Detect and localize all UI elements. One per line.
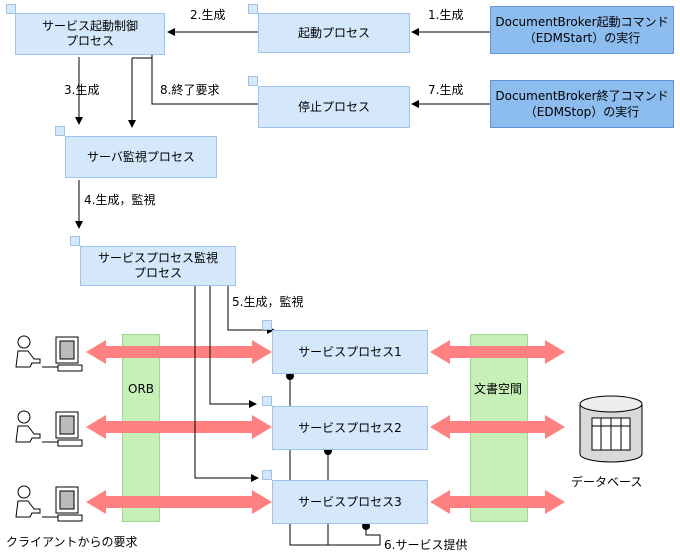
service-process-3: サービスプロセス3 bbox=[272, 480, 428, 524]
service-process-2: サービスプロセス2 bbox=[272, 406, 428, 450]
service-start-control-tab bbox=[6, 4, 16, 14]
start-command-box: DocumentBroker起動コマンド （EDMStart）の実行 bbox=[490, 6, 674, 54]
service-process-monitor-tab bbox=[70, 236, 80, 246]
stop-process-tab bbox=[248, 76, 258, 86]
document-space-label: 文書空間 bbox=[474, 382, 523, 396]
step7-label: 7.生成 bbox=[428, 83, 464, 97]
database-label: データベース bbox=[571, 475, 643, 489]
service-process-3-tab bbox=[262, 470, 272, 480]
stop-process: 停止プロセス bbox=[258, 86, 410, 128]
client-computer-icon bbox=[15, 485, 83, 522]
arrow-step5-sp1 bbox=[227, 285, 275, 334]
step6-label: 6.サービス提供 bbox=[384, 538, 468, 552]
orb-label: ORB bbox=[128, 382, 155, 396]
server-monitor-tab bbox=[55, 126, 65, 136]
arrow-step5-sp2 bbox=[209, 285, 257, 408]
start-process: 起動プロセス bbox=[258, 13, 410, 53]
service-process-monitor-process: サービスプロセス監視 プロセス bbox=[80, 246, 236, 286]
start-process-tab bbox=[248, 4, 258, 14]
step4-label: 4.生成，監視 bbox=[84, 193, 156, 207]
arrow-step5-sp3 bbox=[194, 285, 259, 482]
server-monitor-process: サーバ監視プロセス bbox=[65, 136, 217, 178]
step8-label: 8.終了要求 bbox=[160, 83, 220, 97]
step2-label: 2.生成 bbox=[190, 8, 226, 22]
arrow-step8 bbox=[151, 45, 258, 105]
step1-label: 1.生成 bbox=[428, 8, 464, 22]
client-computer-icon bbox=[15, 410, 83, 447]
service-provision-line-3 bbox=[365, 526, 381, 545]
client-computer-icon bbox=[15, 335, 83, 372]
client-request-label: クライアントからの要求 bbox=[6, 535, 138, 549]
service-start-control-process: サービス起動制御 プロセス bbox=[15, 13, 165, 55]
service-process-1-tab bbox=[262, 320, 272, 330]
stop-command-box: DocumentBroker終了コマンド （EDMStop）の実行 bbox=[490, 80, 674, 128]
service-process-1: サービスプロセス1 bbox=[272, 330, 428, 374]
database-cylinder-icon bbox=[579, 395, 643, 463]
step5-label: 5.生成，監視 bbox=[232, 295, 304, 309]
step3-label: 3.生成 bbox=[64, 83, 100, 97]
service-process-2-tab bbox=[262, 396, 272, 406]
